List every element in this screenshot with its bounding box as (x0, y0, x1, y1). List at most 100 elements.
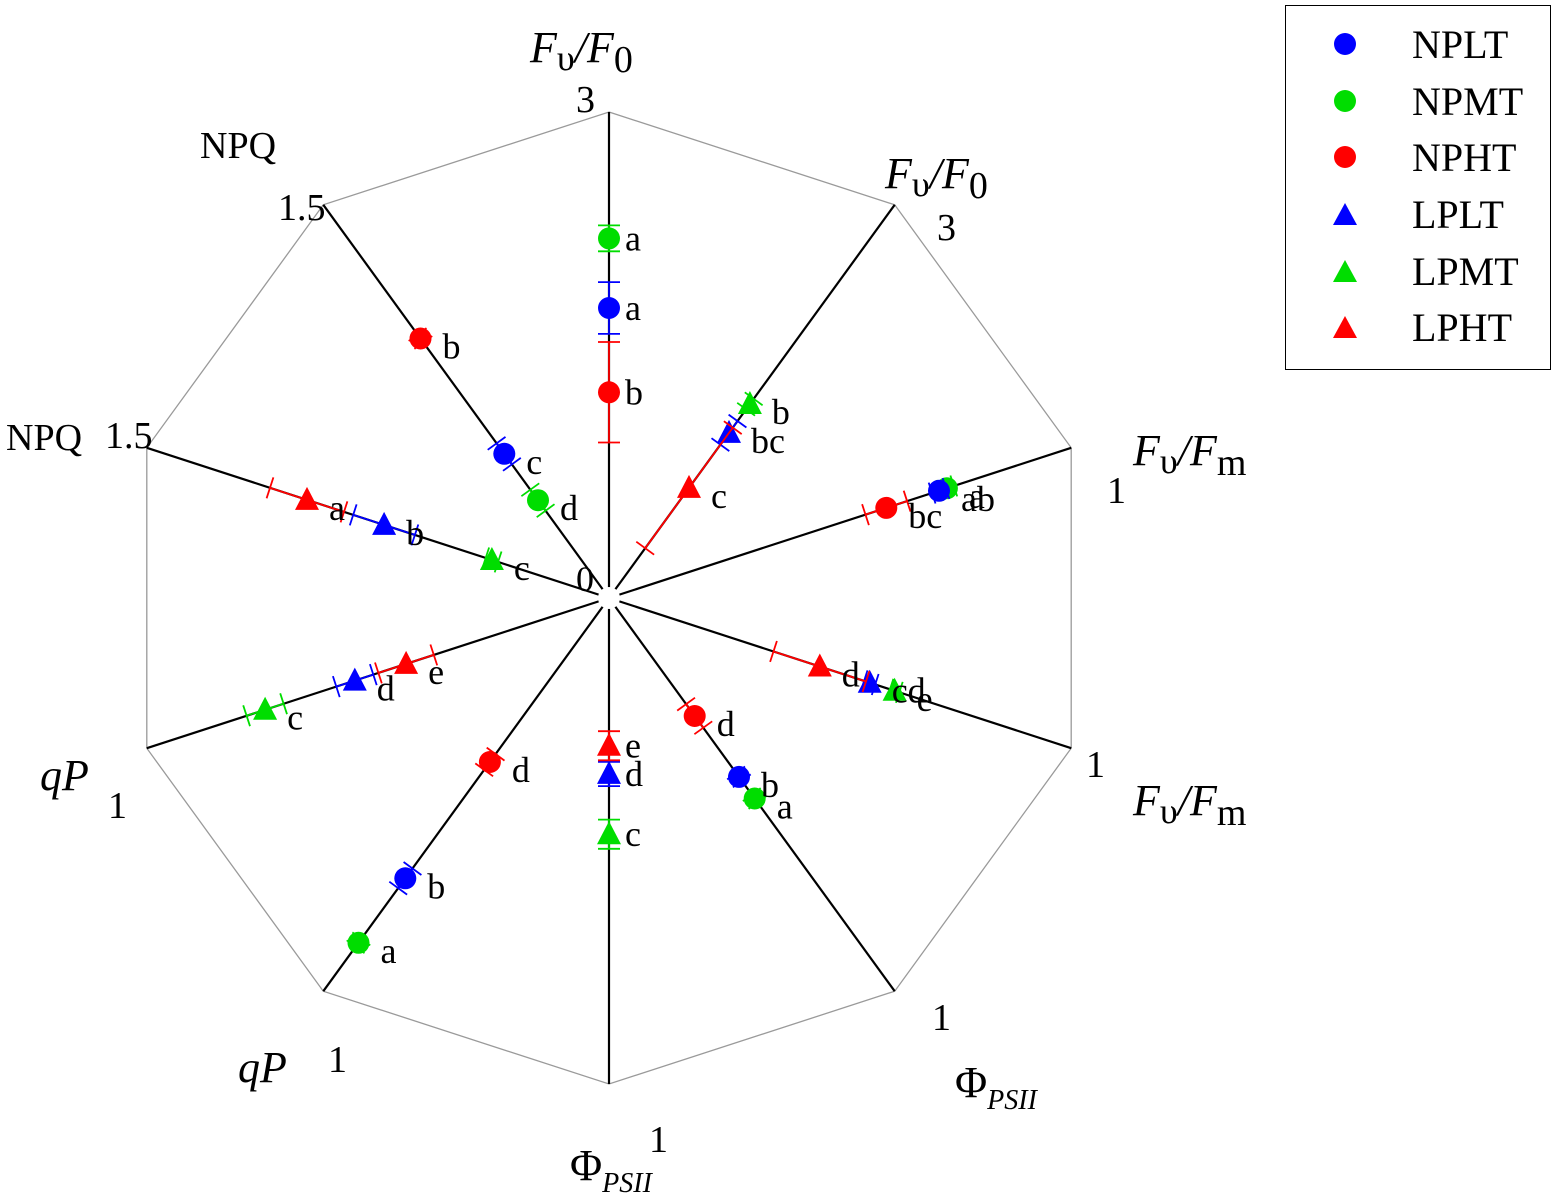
point-group (882, 677, 907, 704)
point-group (332, 663, 378, 698)
data-point (394, 650, 419, 674)
significance-letter: c (711, 476, 727, 516)
error-cap (332, 675, 341, 698)
axis-title-part: Φ (955, 1058, 987, 1107)
radar-spoke (608, 446, 1072, 600)
error-cap (520, 482, 540, 497)
error-cap (374, 662, 383, 684)
error-cap (429, 644, 439, 666)
point-group (726, 765, 752, 789)
axis-max-label: 3 (937, 207, 956, 249)
point-group (598, 341, 620, 444)
radar-spoke (322, 204, 610, 599)
data-point (598, 297, 620, 319)
significance-letter: b (427, 866, 445, 906)
point-group (769, 640, 871, 693)
axis-title-part: m (1217, 442, 1247, 484)
significance-letter: b (443, 327, 461, 367)
significance-letter: b (772, 392, 790, 432)
axis-title: NPQ (6, 417, 82, 459)
error-cap (279, 693, 288, 715)
axis-title-part: υ (1160, 791, 1178, 831)
legend-label: NPMT (1412, 79, 1524, 124)
axis-title-part: F (529, 23, 558, 72)
legend-marker-triangle-icon (1333, 316, 1357, 338)
legend-item-lpmt: LPMT (1286, 248, 1550, 304)
significance-letter: a (381, 931, 397, 971)
axis-title-part: υ (912, 164, 930, 204)
significance-letter: a (969, 476, 985, 516)
axis-title: ΦPSII (955, 1058, 1039, 1116)
point-group (676, 696, 713, 735)
error-cap (487, 436, 507, 451)
point-group (742, 787, 767, 810)
error-cap (502, 457, 522, 472)
significance-letter: e (625, 726, 641, 766)
axis-max-label: 1.5 (105, 415, 153, 457)
error-cap (861, 503, 870, 526)
legend-item-lplt: LPLT (1286, 191, 1550, 247)
axis-max-label: 1 (328, 1039, 347, 1081)
axis-title: NPQ (200, 125, 276, 167)
center-label: 0 (576, 559, 594, 599)
axis-title-part: PSII (986, 1085, 1038, 1116)
significance-letter: a (329, 488, 345, 528)
point-group (479, 547, 504, 573)
point-group (346, 931, 371, 954)
data-point (677, 474, 701, 498)
legend-label: NPHT (1412, 135, 1517, 180)
legend-label: LPLT (1412, 192, 1504, 237)
axis-title-part: /F (927, 149, 970, 198)
error-cap (348, 504, 358, 526)
point-group (927, 477, 951, 504)
axis-title-part: F (1132, 776, 1161, 825)
data-point (598, 227, 620, 250)
error-cap (403, 861, 422, 876)
data-point (295, 486, 319, 510)
error-cap (693, 720, 713, 735)
point-group (597, 760, 621, 787)
data-point (527, 489, 549, 512)
significance-letter: a (777, 787, 793, 827)
axis-title: qP (238, 1043, 287, 1092)
axis-title-part: /F (572, 23, 615, 72)
axis-title-part: m (1217, 792, 1247, 834)
point-group (487, 436, 522, 472)
legend-item-npmt: NPMT (1286, 78, 1550, 134)
error-cap (369, 663, 378, 686)
significance-letter: c (514, 548, 530, 588)
axis-title: Fυ/F0 (884, 149, 988, 207)
data-point (857, 669, 882, 693)
data-point (598, 381, 620, 404)
data-point (597, 732, 621, 756)
legend-label: LPHT (1412, 305, 1512, 350)
data-point (597, 760, 621, 784)
data-point (493, 442, 516, 465)
point-group (265, 477, 349, 523)
point-group (857, 669, 882, 696)
axis-title-part: υ (1160, 441, 1178, 481)
significance-letter: d (512, 750, 530, 790)
legend-label: NPLT (1412, 22, 1509, 67)
axis-title-part: Φ (570, 1141, 602, 1190)
point-group (374, 644, 439, 684)
error-cap (242, 705, 251, 727)
legend-item-lpht: LPHT (1286, 304, 1550, 360)
significance-letter: d (625, 754, 643, 794)
significance-letter: e (428, 652, 444, 692)
significance-letter: a (625, 218, 641, 258)
axis-title-part: F (1132, 426, 1161, 475)
error-cap (635, 540, 655, 556)
axis-max-label: 1.5 (278, 187, 326, 229)
significance-letter: ab (961, 479, 995, 519)
point-group (598, 224, 620, 253)
radar-points (242, 224, 959, 954)
point-group (474, 746, 506, 778)
significance-letter: d (717, 704, 735, 744)
axis-title-part: 0 (614, 39, 633, 81)
data-point (342, 667, 367, 691)
legend-marker-triangle-icon (1333, 260, 1357, 282)
axis-title: Fυ/F0 (529, 23, 633, 81)
axis-title-part: υ (557, 38, 575, 78)
